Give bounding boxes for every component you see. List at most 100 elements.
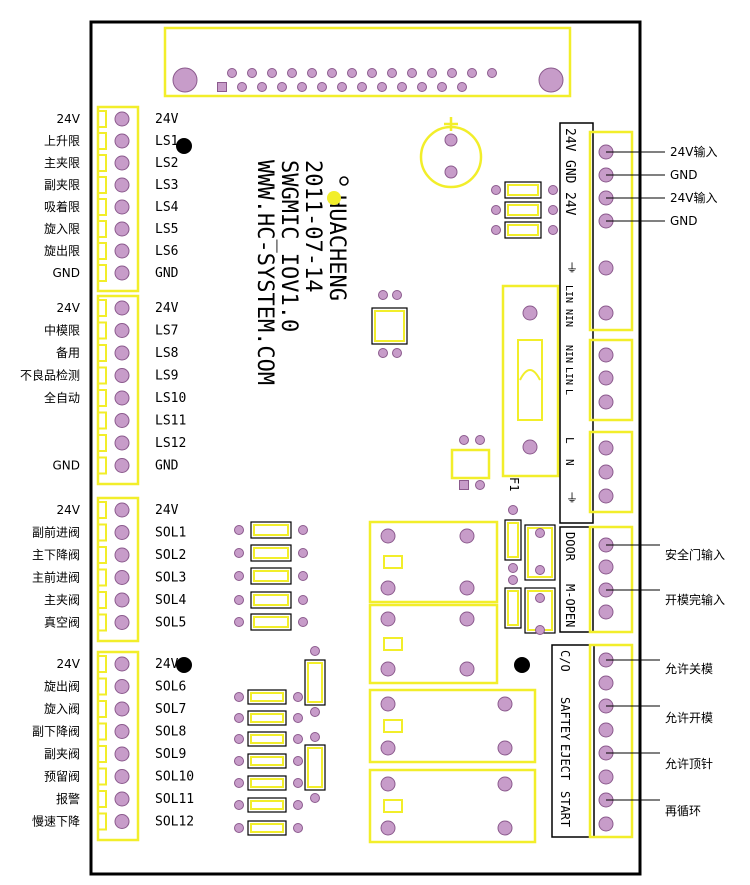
component: [250, 613, 292, 631]
pad: [457, 82, 467, 92]
connector-notch: [98, 220, 107, 238]
relay-coil: [383, 719, 403, 733]
terminal-label: 允许开模: [665, 710, 713, 725]
connector-notch: [98, 132, 107, 150]
connector-notch: [98, 299, 107, 317]
terminal-label: 副下降阀: [32, 725, 80, 739]
pad: [459, 528, 475, 544]
component-body: [250, 567, 292, 585]
component-inner: [253, 570, 289, 582]
silk-label: NIN: [563, 345, 574, 363]
silk-label: SOL11: [155, 792, 194, 807]
pad: [114, 547, 130, 563]
terminal-label: 旋出阀: [44, 680, 80, 694]
connector-notch: [98, 745, 107, 763]
pad: [598, 394, 614, 410]
component-inner: [253, 524, 289, 536]
pad: [508, 575, 518, 585]
relay-coil: [383, 555, 403, 569]
pad: [293, 800, 303, 810]
connector-notch: [98, 264, 107, 282]
component-inner: [250, 734, 284, 744]
pad: [293, 692, 303, 702]
component-inner: [507, 590, 519, 626]
silkscreen-text: HUACHENG 2011-07-14 SWGMIC_IOV1.0 WWW.HC…: [252, 160, 349, 385]
pad: [598, 816, 614, 832]
pad: [114, 368, 130, 383]
terminal-label: 24V: [57, 112, 81, 126]
pad: [598, 440, 614, 456]
component: [504, 221, 542, 239]
component: [250, 567, 292, 585]
pad: [298, 571, 308, 581]
relay-body: [368, 520, 499, 604]
component-inner: [507, 522, 519, 558]
terminal-label: GND: [52, 459, 80, 473]
ground-icon: ⏚: [566, 491, 578, 505]
pad: [114, 679, 130, 694]
connector-notch: [98, 321, 107, 340]
component-body: [247, 710, 287, 726]
pad: [380, 580, 396, 596]
pad: [392, 348, 402, 358]
pad: [598, 769, 614, 785]
relays: [368, 520, 537, 844]
connector-notch: [98, 591, 107, 609]
component: [504, 587, 522, 629]
silk-label: LIN: [563, 285, 574, 303]
pad: [114, 300, 130, 316]
component-body: [250, 613, 292, 631]
pad: [548, 205, 558, 215]
pad: [497, 820, 513, 836]
component-body: [247, 753, 287, 769]
silk-label: LS12: [155, 436, 186, 451]
pad: [387, 68, 397, 78]
silk-label: GND: [562, 160, 577, 184]
silk-label: SOL10: [155, 770, 194, 785]
pad: [380, 776, 396, 792]
silk-label: SOL1: [155, 526, 186, 541]
relay: [368, 688, 537, 764]
terminal-label: 旋入阀: [44, 702, 80, 716]
silk-label: LS11: [155, 414, 186, 429]
component-inner: [250, 778, 284, 788]
pad: [298, 548, 308, 558]
pad: [548, 225, 558, 235]
terminal-label: 备用: [56, 346, 80, 360]
pad: [598, 675, 614, 691]
silk-label: SOL8: [155, 725, 186, 740]
silk-label: DOOR: [563, 532, 577, 562]
connector-notch: [98, 677, 107, 696]
pad: [114, 323, 130, 338]
pad: [114, 724, 130, 739]
connector-notch: [98, 176, 107, 194]
pad: [234, 692, 244, 702]
component-body: [371, 307, 408, 345]
terminal-label: 副前进阀: [32, 525, 80, 540]
terminal-label: 再循环: [665, 804, 701, 818]
silk-label: LS3: [155, 178, 178, 193]
terminal-label: 开模完输入: [665, 592, 725, 607]
ground-icon: ⏚: [566, 261, 578, 275]
mounting-hole-icon: [176, 657, 192, 673]
fuse-holder: F1: [501, 284, 560, 491]
pad: [417, 82, 427, 92]
silk-label: SAFTEY: [558, 697, 572, 741]
component-inner: [507, 224, 539, 236]
pad: [298, 525, 308, 535]
component-body: [304, 659, 326, 706]
silk-label: N: [563, 459, 576, 466]
component: [504, 201, 542, 219]
terminal-label: 不良品检测: [20, 368, 80, 383]
pad: [310, 707, 320, 717]
component: [247, 753, 287, 769]
component-inner: [374, 310, 405, 342]
terminal-label: 主夹阀: [44, 593, 80, 607]
component-inner: [253, 616, 289, 628]
pad: [459, 580, 475, 596]
terminal-label: GND: [670, 168, 698, 182]
silk-label: SOL2: [155, 548, 186, 563]
board-outline: [89, 20, 642, 876]
relay-body: [368, 688, 537, 764]
pad: [347, 68, 357, 78]
